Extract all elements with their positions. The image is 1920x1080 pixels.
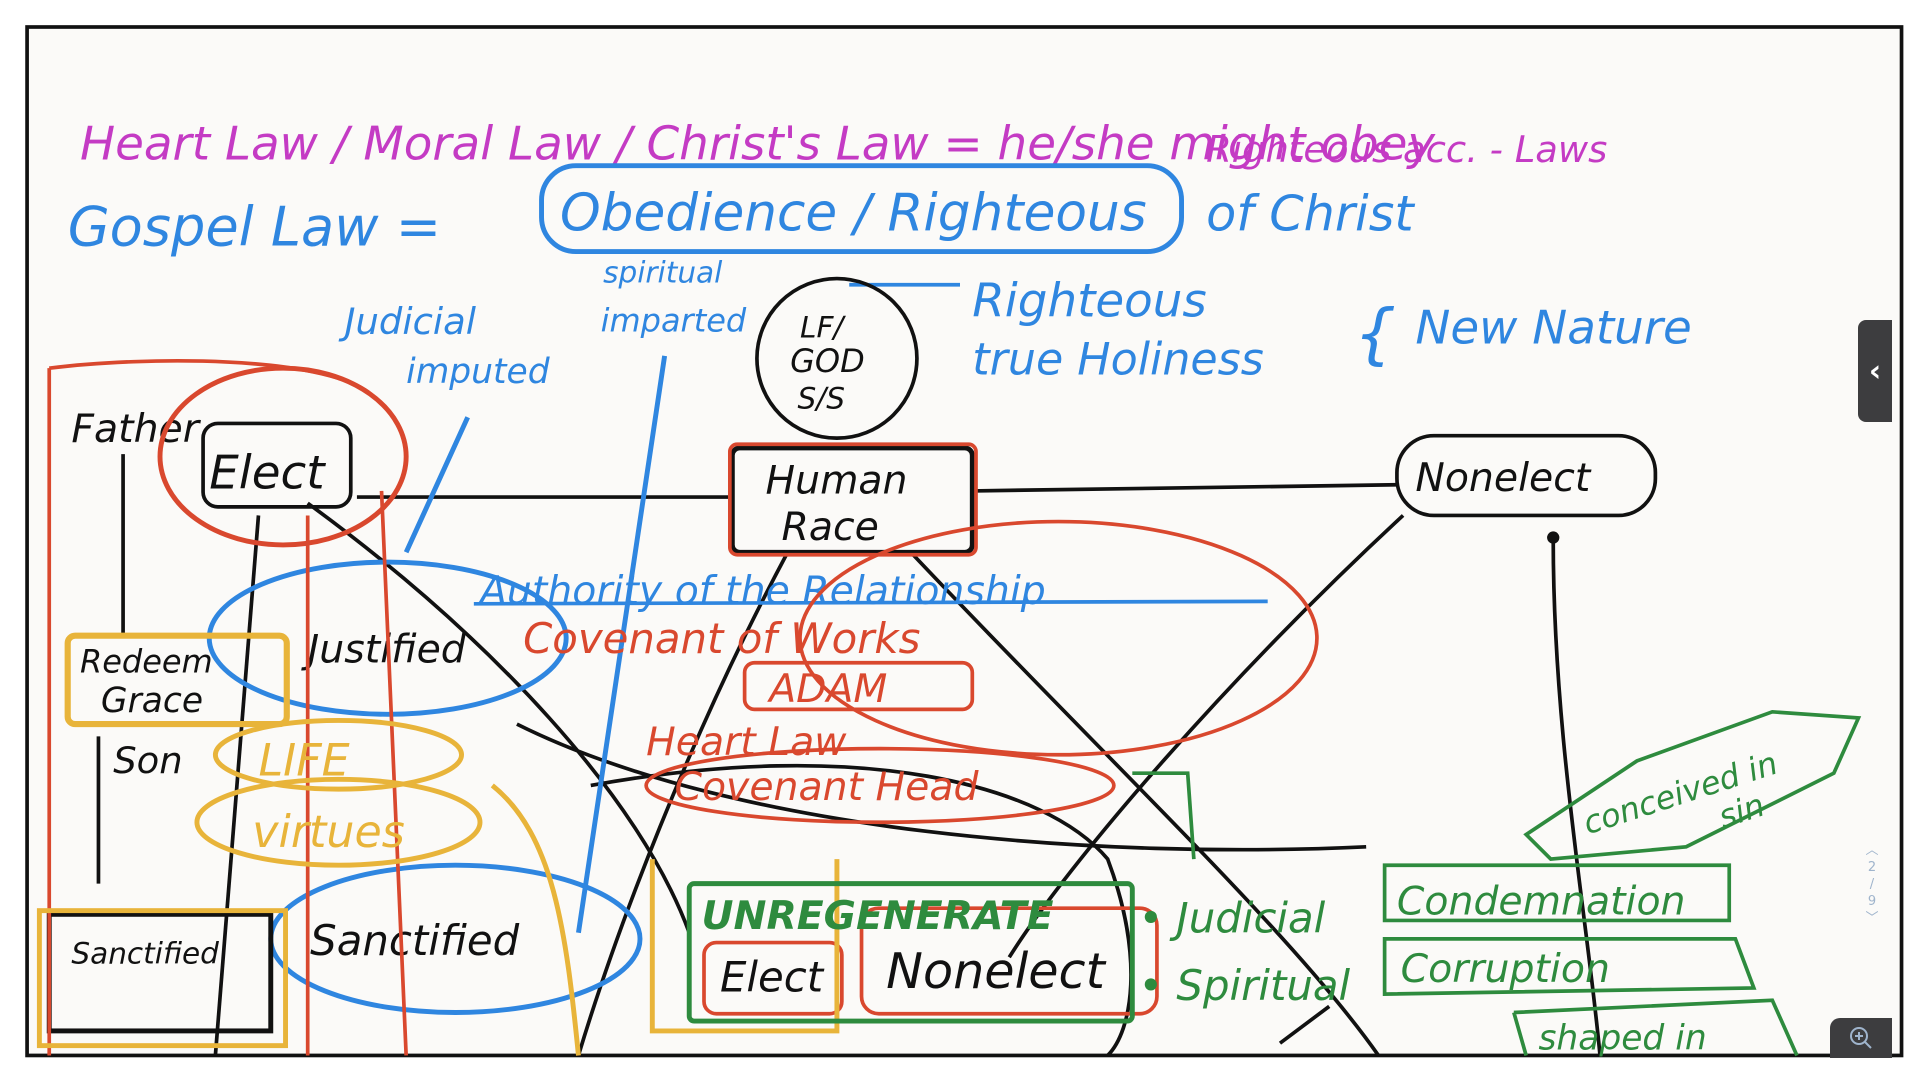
heart-law-heading: Heart Law / Moral Law / Christ's Law = h… <box>80 118 1436 172</box>
father-label: Father <box>71 407 201 452</box>
zoom-in-icon <box>1850 1027 1872 1049</box>
elect-unregenerate: Elect <box>720 953 825 1002</box>
human-label: Human <box>766 458 908 503</box>
page-down-icon[interactable]: ﹀ <box>1865 911 1879 926</box>
redeem-label: Redeem <box>80 643 213 681</box>
lf-god-mid: GOD <box>790 342 865 380</box>
nonelect-unregenerate: Nonelect <box>886 942 1106 1000</box>
true-holiness-label: true Holiness <box>972 334 1264 385</box>
condemnation-label: Condemnation <box>1397 879 1686 924</box>
sanctified-box-label: Sanctified <box>71 936 219 970</box>
justified-label: Justified <box>301 628 467 673</box>
collapse-panel-button[interactable]: ‹ <box>1858 320 1892 422</box>
page-indicator: ︿ 2 / 9 ﹀ <box>1860 842 1884 927</box>
elect-label: Elect <box>209 447 326 501</box>
imparted-label: imparted <box>601 301 747 339</box>
judicial-condemnation: • Judicial <box>1138 894 1325 943</box>
shaped-in-label: shaped in <box>1538 1018 1706 1058</box>
spiritual-label: spiritual <box>603 255 723 289</box>
page-separator: / <box>1869 877 1875 892</box>
virtues-label: virtues <box>252 807 405 858</box>
chevron-left-icon: ‹ <box>1868 353 1882 389</box>
righteous-label: Righteous <box>972 275 1206 329</box>
page-current: 2 <box>1867 860 1877 875</box>
lf-god-bot: S/S <box>798 382 845 416</box>
zoom-button[interactable] <box>1830 1018 1892 1058</box>
judicial-label: Judicial <box>338 300 477 343</box>
adam-label: ADAM <box>766 667 887 712</box>
imputed-label: imputed <box>406 352 550 392</box>
obedience-righteous: Obedience / Righteous <box>560 184 1147 244</box>
page-up-icon[interactable]: ︿ <box>1865 843 1879 858</box>
nonelect-label: Nonelect <box>1415 456 1592 501</box>
righteous-acc-laws: Righteous acc. - Laws <box>1206 128 1607 171</box>
gospel-law-label: Gospel Law = <box>68 196 441 259</box>
son-label: Son <box>113 739 182 782</box>
grace-label: Grace <box>101 681 203 721</box>
of-christ: of Christ <box>1206 185 1415 243</box>
page-total: 9 <box>1867 894 1877 909</box>
sanctified-label: Sanctified <box>310 916 519 965</box>
covenant-head-label: Covenant Head <box>674 765 979 810</box>
race-label: Race <box>782 505 879 550</box>
corruption-label: Corruption <box>1401 947 1610 992</box>
covenant-of-works: Covenant of Works <box>523 614 920 663</box>
lf-god-top: LF/ <box>800 311 846 345</box>
heart-law-label: Heart Law <box>646 720 847 765</box>
new-nature-label: New Nature <box>1415 302 1691 356</box>
svg-text:{: { <box>1354 294 1396 372</box>
unregenerate-label: UNREGENERATE <box>702 894 1054 939</box>
authority-relationship: Authority of the Relationship <box>477 569 1046 614</box>
spiritual-corruption: • Spiritual <box>1138 961 1350 1010</box>
